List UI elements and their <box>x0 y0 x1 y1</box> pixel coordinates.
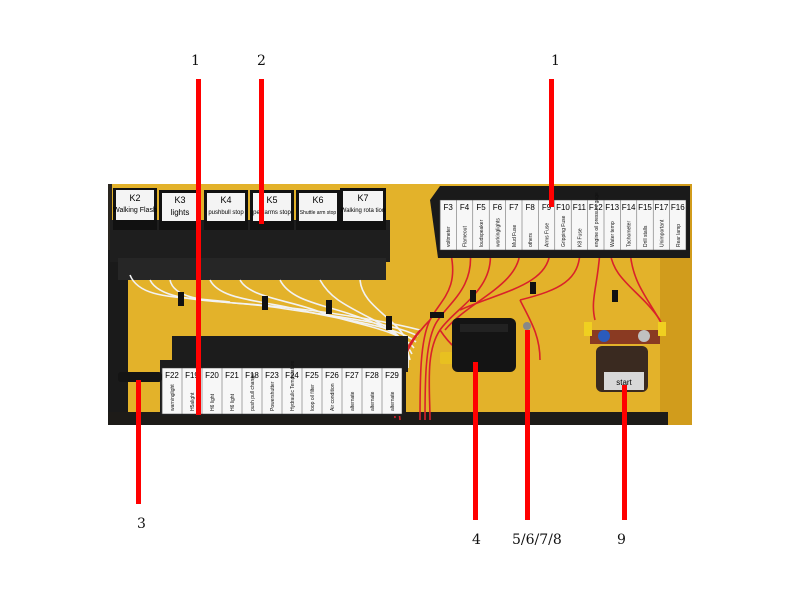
relay-k5-id: K5 <box>266 195 277 205</box>
relay-k5-text: peelarms stop <box>253 210 291 216</box>
left-fuse-id-f25: F25 <box>305 371 319 380</box>
cable-ties <box>178 282 618 330</box>
left-fuse-text-f20: H6 light <box>210 393 216 411</box>
relay-k2-text: Walking Flash <box>113 207 157 214</box>
left-fuse-text-f23: Powershutter <box>270 381 276 411</box>
left-fuse-id-f29: F29 <box>385 371 399 380</box>
relay-k4-text: pushbull stop <box>208 210 244 216</box>
left-fuse-id-f23: F23 <box>265 371 279 380</box>
left-fuse-text-f25: loop oil filter <box>310 384 316 411</box>
left-fuse-id-f26: F26 <box>325 371 339 380</box>
left-fuse-text-f29: alternate <box>390 391 396 411</box>
left-fuse-text-f26: Air condition <box>330 383 336 411</box>
relay-k4: K4 pushbull stop <box>204 190 248 230</box>
relay-k3-id: K3 <box>174 195 185 205</box>
right-fuse-id-f10: F10 <box>556 203 570 212</box>
leader-line-3 <box>136 380 141 504</box>
right-fuse-id-f16: F16 <box>671 203 685 212</box>
starter-label: start <box>616 378 632 387</box>
callout-2: 2 <box>257 53 266 69</box>
right-fuse-id-f17: F17 <box>655 203 669 212</box>
right-fuse-text-f15: Drill stalls <box>643 225 649 247</box>
right-fuse-text-f5: loudspeaker <box>479 219 485 247</box>
right-fuse-text-f14: Tachometer <box>627 221 633 247</box>
left-fuse-id-f28: F28 <box>365 371 379 380</box>
right-fuse-id-f13: F13 <box>605 203 619 212</box>
right-fuse-id-f5: F5 <box>476 203 486 212</box>
callout-1-left: 1 <box>191 53 200 69</box>
relay-k4-id: K4 <box>220 195 231 205</box>
right-fuse-text-f11: K8 Fuse <box>577 228 583 247</box>
relay-base-lower <box>118 258 386 280</box>
leader-line-9 <box>622 385 627 520</box>
leader-line-1-left <box>196 79 201 415</box>
leader-line-5-8 <box>525 330 530 520</box>
relay-k5: K5 peelarms stop <box>250 190 294 230</box>
right-fuse-id-f4: F4 <box>460 203 470 212</box>
relay-k7-id: K7 <box>357 193 368 203</box>
relay-k3: K3 lights <box>159 190 201 230</box>
leader-line-4 <box>473 362 478 520</box>
right-fuse-id-f14: F14 <box>622 203 636 212</box>
control-module <box>440 318 531 372</box>
callout-1-right: 1 <box>551 53 560 69</box>
left-fuse-text-f28: alternate <box>370 391 376 411</box>
left-fuse-id-f19: F19 <box>185 371 199 380</box>
left-fuse-id-f20: F20 <box>205 371 219 380</box>
right-fuse-id-f7: F7 <box>509 203 519 212</box>
right-fuse-text-f7: Mud Fuse <box>512 225 518 247</box>
right-fuse-id-f6: F6 <box>493 203 503 212</box>
relay-k3-text: lights <box>171 208 190 217</box>
left-fuse-text-f24: Hydraulic Temperature <box>290 361 296 411</box>
right-fuse-text-f6: workinglights <box>495 218 501 247</box>
starter-solenoid: start <box>584 322 666 392</box>
left-fuse-text-f27: alternate <box>350 391 356 411</box>
relay-k2: K2 Walking Flash <box>113 188 157 230</box>
callout-5-8: 5/6/7/8 <box>512 532 562 548</box>
relay-k6-text: Shuttle arm stop <box>300 210 337 216</box>
right-fuse-text-f16: Rear lamp <box>676 224 682 247</box>
left-fuse-text-f21: H6 light <box>230 393 236 411</box>
relay-k6-id: K6 <box>312 195 323 205</box>
left-fuse-id-f27: F27 <box>345 371 359 380</box>
left-fuse-text-f19: H5alight <box>190 392 196 411</box>
right-fuse-text-f10: Gripping Fuse <box>561 215 567 247</box>
left-fuse-id-f21: F21 <box>225 371 239 380</box>
leader-line-1-right <box>549 79 554 207</box>
right-fuse-text-f3: voltmeter <box>446 226 452 247</box>
left-fuse-id-f18: F18 <box>245 371 259 380</box>
relay-k6: K6 Shuttle arm stop <box>296 190 340 230</box>
callout-9: 9 <box>617 532 626 548</box>
right-fuse-text-f9: Arms Fuse <box>545 223 551 247</box>
right-fuse-text-f4: Flameout <box>463 226 469 247</box>
right-fuse-text-f12: engine oil pressure gage <box>594 192 600 247</box>
relay-k7: K7 Walking rota tion <box>340 188 386 230</box>
right-fuse-id-f12: F12 <box>589 203 603 212</box>
left-fuse-id-f22: F22 <box>165 371 179 380</box>
right-fuse-text-f13: Water temp <box>610 221 616 247</box>
relay-k2-id: K2 <box>129 193 140 203</box>
right-fuse-text-f8: others <box>528 233 534 247</box>
left-fuse-text-f22: warninglight <box>170 384 176 411</box>
left-fuse-text-f18: push pull change <box>250 373 256 411</box>
right-fuse-id-f11: F11 <box>573 203 587 212</box>
right-fuse-id-f15: F15 <box>638 203 652 212</box>
relay-k7-text: Walking rota tion <box>341 208 385 214</box>
mounting-bracket <box>118 372 162 382</box>
left-fuse-id-f24: F24 <box>285 371 299 380</box>
right-fuse-id-f9: F9 <box>542 203 552 212</box>
right-fuse-id-f3: F3 <box>444 203 454 212</box>
leader-line-2 <box>259 79 264 224</box>
right-fuse-id-f8: F8 <box>526 203 536 212</box>
callout-3: 3 <box>137 516 146 532</box>
callout-4: 4 <box>472 532 481 548</box>
right-fuse-text-f17: Unimportant <box>659 219 665 247</box>
